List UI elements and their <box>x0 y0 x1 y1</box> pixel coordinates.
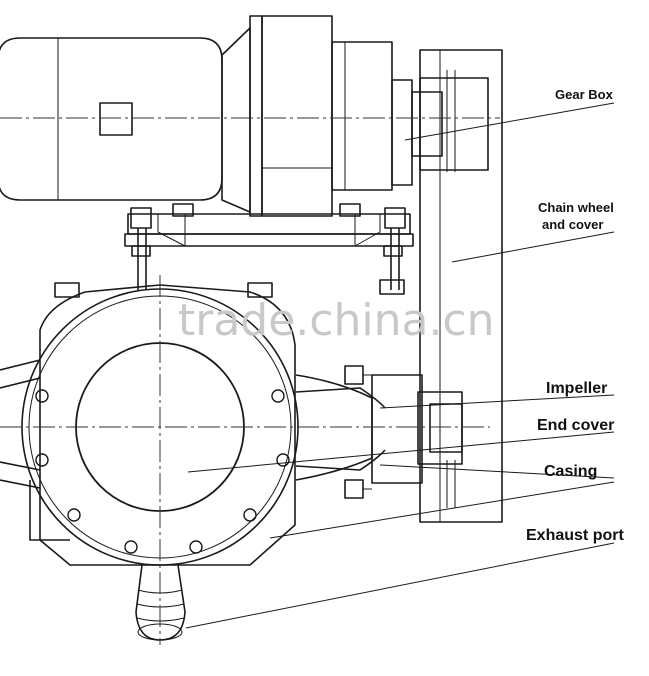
bolt <box>130 207 152 290</box>
label-exhaust-port: Exhaust port <box>526 527 624 544</box>
casing-top-bolts <box>54 279 405 298</box>
label-chain-wheel-line2: and cover <box>542 217 603 232</box>
center-lines <box>0 117 500 645</box>
chain-wheel-cover <box>417 49 503 523</box>
label-gear-box: Gear Box <box>555 87 614 102</box>
flange-bolt-holes <box>35 389 290 554</box>
label-impeller: Impeller <box>546 380 607 397</box>
bolt <box>172 203 361 217</box>
motor <box>0 37 223 201</box>
impeller-shaft <box>295 374 423 484</box>
casing <box>0 284 296 566</box>
bolt <box>383 207 406 290</box>
base-plate <box>124 213 414 247</box>
label-casing: Casing <box>544 463 597 480</box>
leader-lines <box>185 102 615 629</box>
label-chain-wheel-line1: Chain wheel <box>538 200 614 215</box>
watermark-text: trade.china.cn <box>178 295 495 346</box>
gear-box <box>331 41 443 191</box>
shaft-bolts <box>344 365 372 499</box>
motor-flange <box>221 15 333 217</box>
label-end-cover: End cover <box>537 417 614 434</box>
